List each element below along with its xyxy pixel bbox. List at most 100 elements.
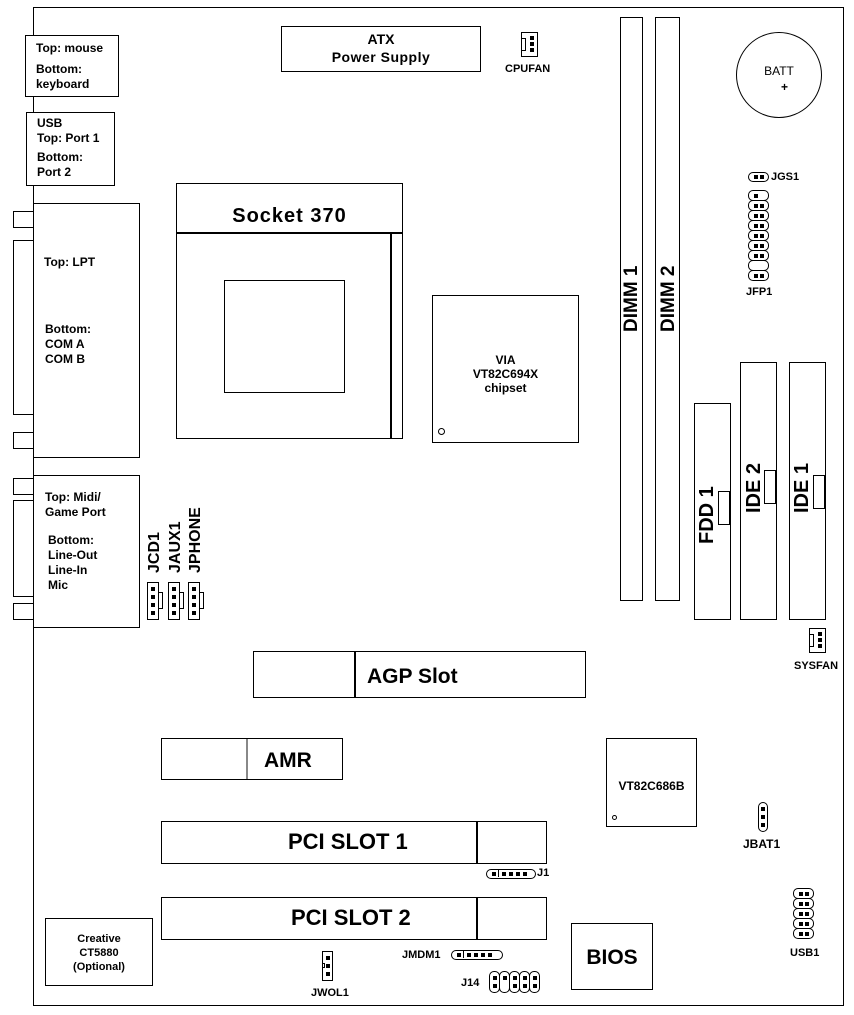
jfp1-label: JFP1 [746, 286, 773, 298]
game-notch-bottom [13, 603, 35, 620]
pin-row [793, 928, 814, 939]
audio-line-in: Line-In [48, 563, 88, 577]
jbat1-label: JBAT1 [743, 837, 781, 851]
lpt-notch-bottom [13, 432, 35, 449]
cpu-die [224, 280, 345, 393]
j1-label: J1 [537, 867, 550, 879]
lpt-top-label: Top: LPT [44, 255, 96, 269]
usb1-header [793, 888, 814, 940]
northbridge-vendor: VIA [495, 353, 516, 367]
lpt-notch-top [13, 211, 35, 228]
j14-label: J14 [461, 977, 480, 989]
usb1-label: USB1 [790, 947, 820, 959]
jphone-label: JPHONE [187, 507, 204, 573]
jwol1-label: JWOL1 [311, 987, 349, 999]
creative-ct5880-chip: Creative CT5880 (Optional) [45, 918, 153, 986]
ide1-label: IDE 1 [791, 462, 813, 513]
jbat1-jumper [758, 802, 768, 832]
dimm2-label: DIMM 2 [658, 265, 679, 333]
agp-slot: AGP Slot [253, 651, 586, 698]
agp-label: AGP Slot [367, 665, 458, 688]
fdd1-key [718, 491, 730, 525]
pci-slot-2: PCI SLOT 2 [161, 897, 547, 940]
sysfan-label: SYSFAN [794, 660, 839, 672]
usb-rear-title: USB [37, 116, 63, 130]
creative-line1: Creative [77, 933, 121, 945]
cpufan-header [521, 32, 539, 58]
audio-game-connector: Top: Midi/ Game Port Bottom: Line-Out Li… [33, 475, 140, 628]
sysfan-header [809, 628, 827, 654]
game-body-left [13, 500, 35, 597]
northbridge-chip: VIA VT82C694X chipset [432, 295, 579, 443]
atx-power-supply-label: Power Supply [331, 49, 431, 65]
ps2-top-label: Top: mouse [36, 41, 104, 55]
ps2-connector: Top: mouse Bottom: keyboard [25, 35, 119, 97]
jgs1-label: JGS1 [771, 171, 800, 183]
amr-label: AMR [264, 749, 312, 772]
amr-divider [246, 739, 248, 779]
jcd1-header [147, 582, 163, 620]
pci1-label: PCI SLOT 1 [288, 829, 408, 854]
northbridge-type: chipset [484, 381, 527, 395]
jgs1-jumper [748, 172, 769, 182]
bios-label: BIOS [586, 946, 638, 969]
atx-power-connector: ATX Power Supply [281, 26, 481, 72]
southbridge-label: VT82C686B [618, 779, 685, 793]
battery-label: BATT [764, 64, 794, 78]
audio-line-out: Line-Out [48, 548, 98, 562]
audio-mic: Mic [48, 578, 69, 592]
pin-row [748, 270, 769, 281]
pci-slot-1: PCI SLOT 1 [161, 821, 547, 864]
creative-line2: CT5880 [79, 947, 119, 959]
pci2-label: PCI SLOT 2 [291, 905, 411, 930]
battery: BATT + [736, 32, 822, 118]
audio-top-line2: Game Port [45, 505, 106, 519]
atx-label: ATX [367, 31, 395, 47]
com-bottom-label: Bottom: [45, 322, 91, 336]
jwol1-header [322, 951, 334, 981]
agp-divider [354, 652, 356, 697]
pci1-divider [476, 822, 478, 863]
com-a-label: COM A [45, 337, 85, 351]
cpufan-label: CPUFAN [505, 63, 551, 75]
battery-polarity: + [781, 80, 789, 94]
fdd1-label: FDD 1 [696, 486, 718, 544]
ps2-bottom-label: Bottom: [36, 62, 82, 76]
socket-lever [390, 234, 392, 438]
ide2-label: IDE 2 [743, 462, 765, 513]
northbridge-model: VT82C694X [472, 367, 539, 381]
amr-slot: AMR [161, 738, 343, 780]
dimm1-label: DIMM 1 [621, 265, 642, 333]
usb-rear-bottom-label: Bottom: [37, 150, 83, 164]
pin-column [529, 971, 540, 993]
bios-chip: BIOS [571, 923, 653, 990]
socket-header-divider [177, 232, 402, 234]
fdd1-connector [694, 403, 731, 620]
usb-rear-top: Top: Port 1 [37, 131, 100, 145]
j14-header [489, 971, 541, 993]
jmdm1-header [451, 950, 503, 960]
jaux1-header [168, 582, 184, 620]
jfp1-header [748, 190, 769, 283]
jaux1-label: JAUX1 [167, 521, 184, 573]
ps2-bottom-value: keyboard [36, 77, 90, 91]
pci2-divider [476, 898, 478, 939]
usb-rear-bottom: Port 2 [37, 165, 72, 179]
pin1-marker [438, 428, 445, 435]
ide2-key [764, 470, 776, 504]
com-b-label: COM B [45, 352, 85, 366]
audio-bottom-label: Bottom: [48, 533, 94, 547]
jphone-header [188, 582, 204, 620]
jcd1-label: JCD1 [146, 532, 163, 573]
dimm-slot-2 [655, 17, 680, 601]
southbridge-chip: VT82C686B [606, 738, 697, 827]
jmdm1-label: JMDM1 [402, 949, 441, 961]
j1-header [486, 869, 536, 879]
lpt-body-left [13, 240, 35, 415]
ide1-connector [789, 362, 826, 620]
ide1-key [813, 475, 825, 509]
creative-line3: (Optional) [73, 961, 125, 973]
pin1-marker [612, 815, 617, 820]
audio-top-line1: Top: Midi/ [45, 490, 101, 504]
usb-rear-connector: USB Top: Port 1 Bottom: Port 2 [26, 112, 115, 186]
